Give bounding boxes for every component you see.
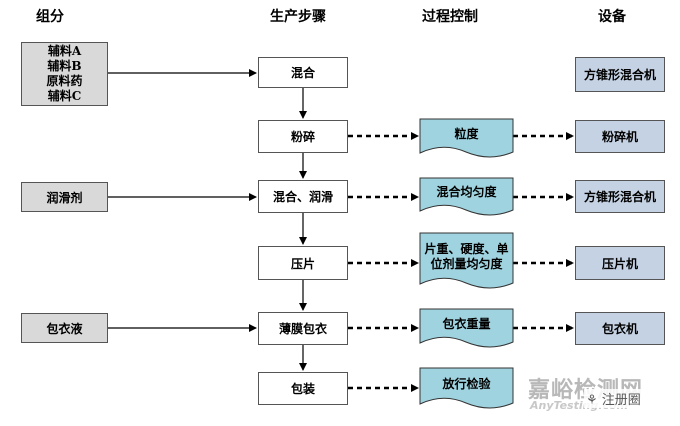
equipment-coater: 包衣机 <box>575 312 665 345</box>
component-item: 辅料B <box>47 59 82 73</box>
component-mix-group: 辅料A 辅料B 原料药 辅料C <box>21 42 108 106</box>
step-mixing: 混合 <box>258 57 348 88</box>
control-release-testing: 放行检验 <box>442 376 491 391</box>
component-item: 辅料A <box>47 44 82 58</box>
component-lubricant: 润滑剂 <box>21 182 108 212</box>
equipment-cone-blender-2: 方锥形混合机 <box>575 180 665 213</box>
component-coating-liquid: 包衣液 <box>21 313 108 343</box>
watermark-account: ⚘ 注册圈 <box>584 389 643 408</box>
component-item: 辅料C <box>47 89 82 103</box>
step-mixing-lubrication: 混合、润滑 <box>258 180 348 213</box>
header-process-control: 过程控制 <box>422 9 478 25</box>
header-equipment: 设备 <box>598 9 626 25</box>
control-tablet-attributes: 片重、硬度、单位剂量均匀度 <box>424 242 509 271</box>
control-shape-5 <box>419 367 514 409</box>
step-film-coating: 薄膜包衣 <box>258 312 348 345</box>
equipment-tablet-press: 压片机 <box>575 246 665 280</box>
step-packaging: 包装 <box>258 372 348 405</box>
header-components: 组分 <box>36 9 64 25</box>
control-shape-2 <box>419 177 514 216</box>
control-coating-weight: 包衣重量 <box>442 316 491 331</box>
component-item: 原料药 <box>46 74 83 88</box>
control-particle-size: 粒度 <box>454 126 479 141</box>
equipment-mill: 粉碎机 <box>575 120 665 153</box>
step-milling: 粉碎 <box>258 120 348 153</box>
wechat-icon: ⚘ <box>586 393 598 408</box>
step-tableting: 压片 <box>258 246 348 280</box>
header-production-steps: 生产步骤 <box>270 9 326 25</box>
control-shape-3 <box>419 232 514 289</box>
control-shape-1 <box>419 118 514 158</box>
equipment-cone-blender-1: 方锥形混合机 <box>575 57 665 92</box>
control-shape-4 <box>419 308 514 348</box>
watermark-account-label: 注册圈 <box>601 393 641 408</box>
control-blend-uniformity: 混合均匀度 <box>436 184 497 199</box>
